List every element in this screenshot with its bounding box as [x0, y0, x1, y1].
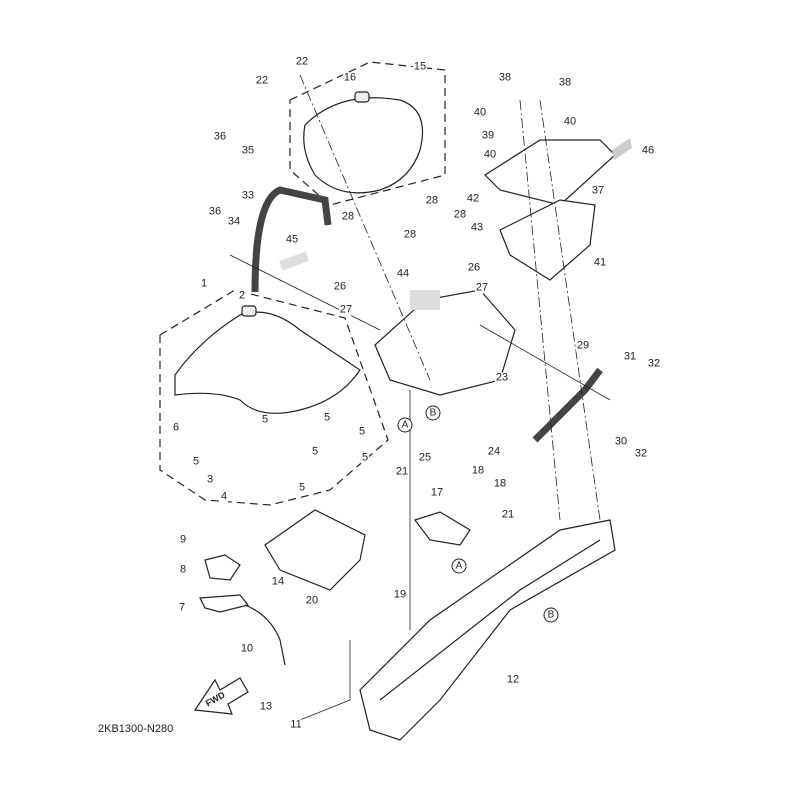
- part-callout-12: 12: [505, 673, 521, 686]
- part-callout-2: 2: [237, 289, 247, 302]
- part-callout-26: 26: [332, 280, 348, 293]
- part-callout-19: 19: [392, 588, 408, 601]
- part-callout-28: 28: [402, 228, 418, 241]
- part-callout-32: 32: [633, 447, 649, 460]
- part-callout-25: 25: [417, 451, 433, 464]
- part-callout-28: 28: [424, 194, 440, 207]
- part-callout-29: 29: [575, 339, 591, 352]
- label-44: [410, 290, 440, 310]
- part-callout-5: 5: [191, 455, 201, 468]
- part-callout-14: 14: [270, 575, 286, 588]
- part-callout-17: 17: [429, 486, 445, 499]
- part-callout-43: 43: [469, 221, 485, 234]
- seat-assembly-group-box: [159, 289, 389, 506]
- part-callout-21: 21: [394, 465, 410, 478]
- part-callout-16: 16: [342, 71, 358, 84]
- carrier-bracket: [499, 199, 596, 281]
- part-callout-20: 20: [304, 594, 320, 607]
- seat-base-frame: [264, 509, 366, 591]
- part-callout-45: 45: [284, 233, 300, 246]
- part-callout-24: 24: [486, 445, 502, 458]
- part-callout-21: 21: [500, 508, 516, 521]
- frame-rail: [379, 539, 601, 701]
- part-callout-7: 7: [177, 601, 187, 614]
- reference-mark-B: B: [425, 405, 441, 421]
- part-callout-18: 18: [492, 477, 508, 490]
- part-callout-40: 40: [482, 148, 498, 161]
- rear-frame: [359, 519, 616, 741]
- seat-tab: [354, 91, 370, 103]
- part-callout-40: 40: [562, 115, 578, 128]
- label-45: [279, 251, 309, 271]
- part-callout-33: 33: [240, 189, 256, 202]
- part-callout-41: 41: [592, 256, 608, 269]
- part-callout-9: 9: [178, 533, 188, 546]
- part-callout-40: 40: [472, 106, 488, 119]
- part-callout-18: 18: [470, 464, 486, 477]
- reference-mark-B: B: [543, 607, 559, 623]
- part-callout-36: 36: [207, 205, 223, 218]
- part-callout-3: 3: [205, 473, 215, 486]
- part-callout-37: 37: [590, 184, 606, 197]
- part-callout-11: 11: [289, 718, 303, 731]
- part-callout-30: 30: [613, 435, 629, 448]
- part-callout-38: 38: [497, 71, 513, 84]
- part-callout-35: 35: [240, 144, 256, 157]
- part-callout-27: 27: [338, 303, 354, 316]
- part-callout-10: 10: [239, 642, 255, 655]
- part-callout-32: 32: [646, 357, 662, 370]
- part-callout-22: 22: [254, 74, 270, 87]
- part-callout-5: 5: [310, 445, 320, 458]
- part-callout-13: 13: [258, 700, 274, 713]
- diagram-code: 2KB1300-N280: [98, 723, 174, 735]
- part-callout-44: 44: [395, 267, 411, 280]
- lock-bracket-7: [199, 594, 250, 613]
- side-grab-bar: [532, 367, 603, 443]
- seat-bracket: [414, 511, 471, 546]
- part-callout-27: 27: [474, 281, 490, 294]
- part-callout-46: 46: [640, 144, 656, 157]
- part-callout-38: 38: [557, 76, 573, 89]
- part-callout-23: 23: [494, 371, 510, 384]
- fwd-arrow: [193, 677, 249, 715]
- part-callout-26: 26: [466, 261, 482, 274]
- part-callout-6: 6: [171, 421, 181, 434]
- part-callout-8: 8: [178, 563, 188, 576]
- part-callout-39: 39: [480, 129, 496, 142]
- label-46: [612, 138, 632, 160]
- part-callout-5: 5: [260, 413, 270, 426]
- part-callout-5: 5: [297, 481, 307, 494]
- part-callout-5: 5: [360, 451, 370, 464]
- reference-mark-A: A: [451, 558, 467, 574]
- part-callout-42: 42: [465, 192, 481, 205]
- grab-bar: [251, 186, 332, 293]
- part-callout-31: 31: [622, 350, 638, 363]
- rider-seat: [174, 311, 361, 414]
- part-callout-15: 15: [412, 60, 428, 73]
- part-callout-34: 34: [226, 215, 242, 228]
- part-callout-28: 28: [452, 208, 468, 221]
- part-callout-28: 28: [340, 210, 356, 223]
- seat-lock-cable: [244, 604, 286, 666]
- part-callout-5: 5: [357, 425, 367, 438]
- reference-mark-A: A: [397, 417, 413, 433]
- part-callout-1: 1: [199, 277, 209, 290]
- part-callout-36: 36: [212, 130, 228, 143]
- part-callout-5: 5: [322, 411, 332, 424]
- passenger-seat: [303, 97, 424, 194]
- part-callout-22: 22: [294, 55, 310, 68]
- part-callout-4: 4: [219, 490, 229, 503]
- lock-plate-8: [204, 554, 241, 581]
- seat-tab: [241, 305, 257, 317]
